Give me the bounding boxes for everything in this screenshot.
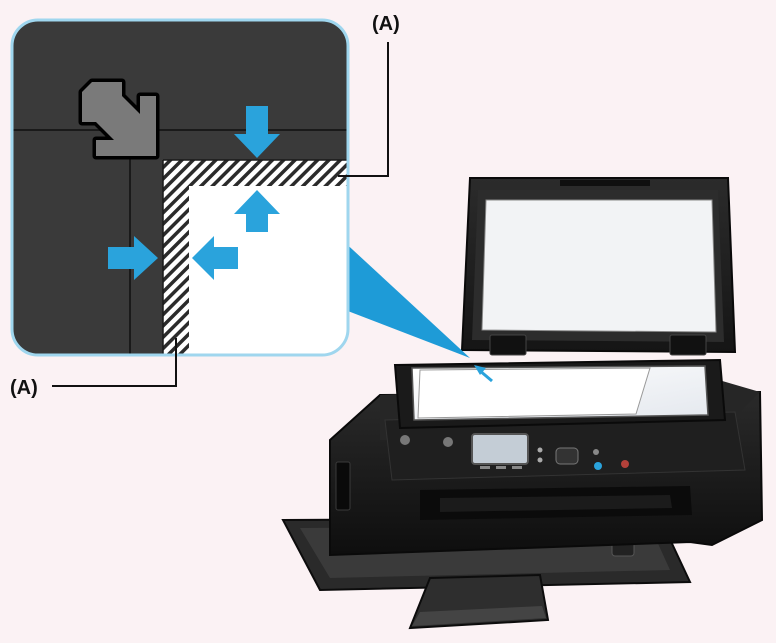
card-slot [335, 461, 351, 511]
arrow-icon [108, 106, 280, 280]
color-start-button [594, 462, 602, 470]
hatch-left-margin [163, 160, 189, 355]
cover-mat [481, 199, 717, 333]
arrow-right-icon [108, 236, 158, 280]
callout-left: (A) [10, 338, 177, 399]
callout-top-label: (A) [372, 13, 400, 35]
inset-document [163, 160, 348, 355]
callout-left-label: (A) [10, 377, 38, 399]
callout-top: (A) [338, 13, 400, 177]
diagonal-arrow-down-right-icon [78, 78, 160, 160]
arrow-down-icon [234, 106, 280, 158]
printer-illustration [281, 177, 764, 630]
zoom-inset [10, 18, 350, 357]
home-button [443, 437, 453, 447]
document-on-glass [417, 367, 651, 419]
lcd-screen [471, 433, 529, 465]
arrow-left-icon [192, 236, 238, 280]
zoom-connector [340, 238, 470, 358]
nav-pad [555, 447, 579, 465]
hatch-top-margin [163, 160, 348, 186]
stop-button [621, 460, 629, 468]
document-cover [460, 177, 737, 356]
arrow-up-icon [234, 190, 280, 232]
power-button [400, 435, 410, 445]
corner-pointer-arrow [474, 365, 493, 383]
hinge-right [669, 334, 707, 356]
hinge-left [489, 334, 527, 356]
control-panel [384, 411, 746, 481]
inset-border [10, 18, 350, 357]
